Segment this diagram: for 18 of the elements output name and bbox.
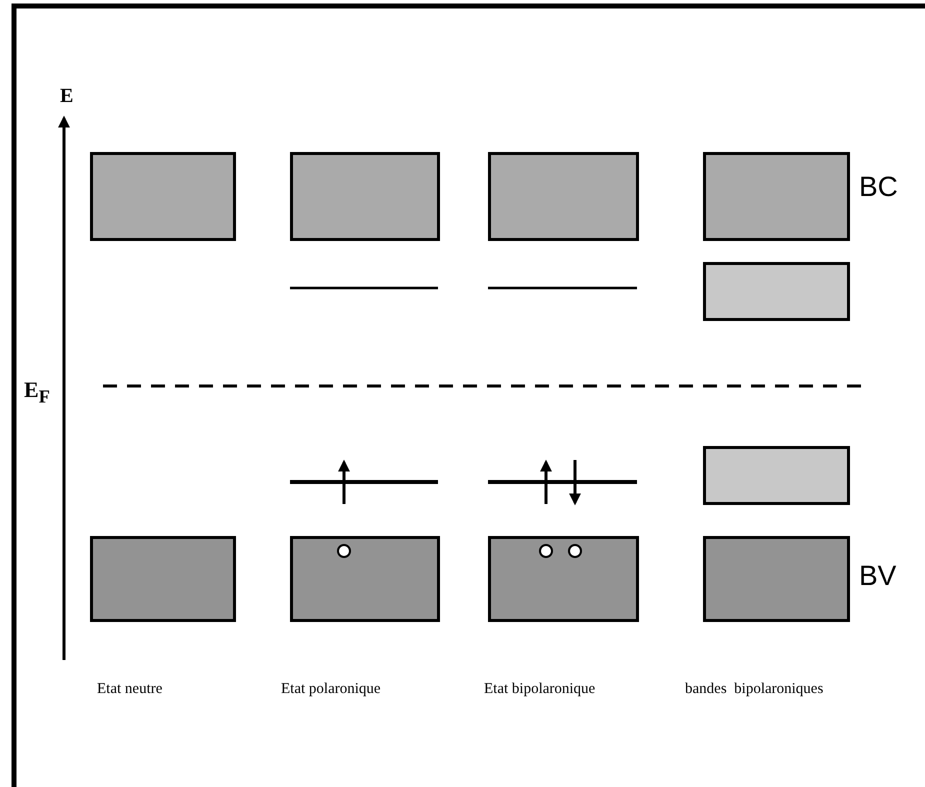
- valence-band: [488, 536, 639, 622]
- valence-band: [90, 536, 236, 622]
- state-label: bandes bipolaroniques: [685, 682, 824, 697]
- conduction-band: [290, 152, 440, 241]
- conduction-band: [703, 152, 850, 241]
- conduction-band: [90, 152, 236, 241]
- band-label: BV: [859, 562, 896, 590]
- bipolaron-band: [703, 446, 850, 505]
- state-label: Etat neutre: [97, 682, 162, 697]
- valence-band: [703, 536, 850, 622]
- state-label: Etat polaronique: [281, 682, 381, 697]
- energy-label: E: [60, 86, 74, 106]
- band-label: BC: [859, 173, 898, 201]
- valence-band: [290, 536, 440, 622]
- bipolaron-band: [703, 262, 850, 321]
- state-label: Etat bipolaronique: [484, 682, 596, 697]
- fermi-level-label: E$_{F}$: [24, 379, 50, 406]
- conduction-band: [488, 152, 639, 241]
